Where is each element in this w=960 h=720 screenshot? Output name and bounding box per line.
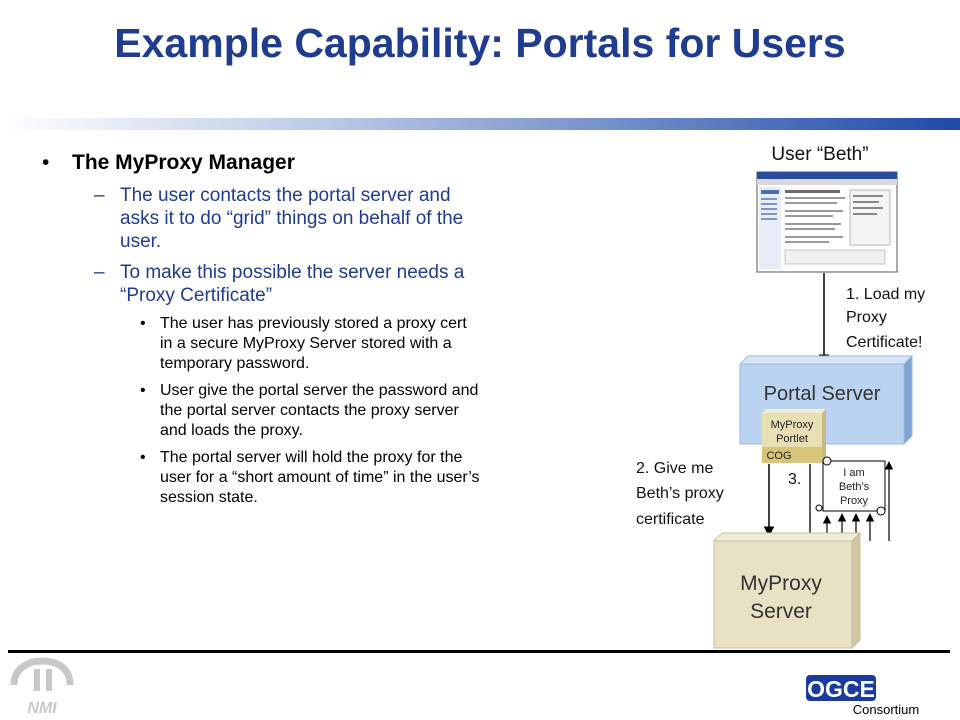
portlet-label-line2: Portlet — [776, 433, 808, 445]
myproxy-server-line2: Server — [750, 600, 812, 623]
title-divider-bar — [0, 118, 960, 130]
subbullet-user-contacts: –The user contacts the portal server and… — [94, 185, 464, 252]
bullet-list: The MyProxy Manager –The user contacts t… — [42, 150, 482, 508]
subbullet-text: The user contacts the portal server and … — [120, 185, 464, 252]
step2-line2: Beth’s proxy — [636, 485, 724, 502]
consortium-text: Consortium — [853, 702, 919, 717]
step1-line3: Certificate! — [846, 334, 922, 351]
portlet-label-line1: MyProxy — [771, 419, 814, 431]
myproxy-portlet-box — [762, 409, 826, 463]
browser-screenshot-image — [756, 171, 898, 273]
subbullet-proxy-certificate: –To make this possible the server needs … — [94, 262, 465, 306]
proxy-scroll-icon — [815, 456, 886, 516]
step2-line3: certificate — [636, 511, 705, 528]
step1-line1: 1. Load my — [846, 286, 925, 303]
nmi-logo-text: NMI — [27, 700, 57, 717]
scroll-line2: Beth’s — [839, 481, 870, 493]
myproxy-server-line1: MyProxy — [740, 572, 822, 595]
step3-label: 3. — [788, 471, 801, 488]
detail-bullet-give-password: •User give the portal server the passwor… — [140, 382, 479, 439]
nmi-logo-icon: NMI — [10, 657, 74, 717]
footer-logos: NMI OGCE Consortium — [10, 657, 919, 717]
detail-bullet-stored-cert: •The user has previously stored a proxy … — [140, 315, 467, 372]
detail-bullet-hold-proxy: •The portal server will hold the proxy f… — [140, 449, 480, 506]
bullet-myproxy-manager: The MyProxy Manager — [42, 150, 482, 176]
footer-divider — [8, 650, 950, 653]
scroll-line1: I am — [843, 467, 864, 479]
step1-line2: Proxy — [846, 309, 887, 326]
slide-title: Example Capability: Portals for Users — [114, 20, 846, 66]
detail-text: The portal server will hold the proxy fo… — [160, 449, 480, 506]
subbullet-text: To make this possible the server needs a… — [120, 262, 465, 306]
step2-line1: 2. Give me — [636, 460, 713, 477]
myproxy-server-box — [712, 531, 862, 650]
detail-text: User give the portal server the password… — [160, 382, 479, 439]
ogce-logo-text: OGCE — [807, 676, 875, 702]
scroll-line3: Proxy — [840, 495, 869, 507]
user-beth-label: User “Beth” — [771, 144, 868, 165]
detail-text: The user has previously stored a proxy c… — [160, 315, 467, 372]
ogce-logo: OGCE Consortium — [806, 675, 919, 717]
cog-label: COG — [766, 450, 791, 462]
portal-server-label: Portal Server — [764, 383, 881, 405]
